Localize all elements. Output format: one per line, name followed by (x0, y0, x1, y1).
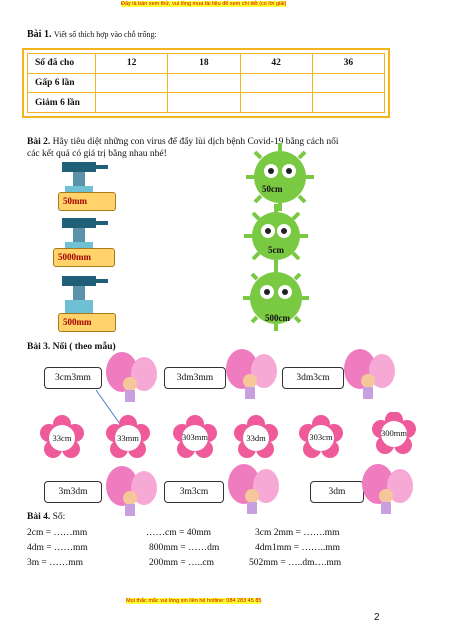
bai4-item[interactable]: 200mm = …..cm (149, 558, 214, 568)
table-row: Giảm 6 lần (27, 92, 386, 113)
bai1-heading: Bài 1. Viết số thích hợp vào chỗ trống: (27, 29, 157, 40)
top-box[interactable]: 3cm3mm (44, 367, 102, 389)
bai1-label: Bài 1. (27, 29, 52, 40)
example-connector (95, 389, 121, 425)
table-cell: 12 (94, 53, 169, 74)
bai4-item[interactable]: 800mm = ……dm (149, 543, 220, 553)
spray-label[interactable]: 50mm (58, 192, 116, 211)
flower-label[interactable]: 303cm (309, 432, 333, 442)
bai3-heading: Bài 3. Nối ( theo mẫu) (27, 342, 116, 352)
bai2-text-line2: các kết quả có giá trị bằng nhau nhé! (27, 149, 167, 159)
flower-icon (234, 415, 278, 458)
answer-cell[interactable] (311, 92, 386, 113)
table-row: Số đã cho 12 18 42 36 (27, 53, 386, 74)
answer-cell[interactable] (167, 72, 241, 94)
table-cell: Gấp 6 lần (27, 72, 96, 94)
top-box[interactable]: 3dm3cm (282, 367, 344, 389)
bai4-heading: Bài 4. Số: (27, 512, 65, 522)
table-cell: 18 (167, 53, 241, 74)
bai4-text: Số: (52, 512, 66, 522)
flower-icon (372, 412, 416, 454)
bai4-item[interactable]: 3m = ……mm (27, 558, 84, 568)
table-cell: Giảm 6 lần (27, 92, 96, 113)
flower-icon (106, 415, 150, 458)
bai2-label: Bài 2. (27, 137, 51, 147)
viruses (243, 143, 314, 331)
bai4-item[interactable]: 2cm = ……mm (27, 528, 88, 538)
flower-label[interactable]: 33mm (117, 433, 139, 443)
virus-icon (244, 204, 308, 268)
spray-label[interactable]: 500mm (58, 313, 116, 332)
flower-icon (173, 415, 217, 458)
flower-label[interactable]: 300mm (381, 428, 407, 438)
answer-cell[interactable] (167, 92, 241, 113)
answer-cell[interactable] (239, 92, 313, 113)
bai4-item[interactable]: 4dm = ……mm (27, 543, 88, 553)
footer-banner: Mọi thắc mắc vui lòng xin liên hệ hotlin… (126, 598, 262, 604)
bai4-label: Bài 4. (27, 512, 51, 522)
bai4-item[interactable]: 502mm = …..dm….mm (249, 558, 342, 568)
bai2-heading: Bài 2. Hãy tiêu diệt những con virus để … (27, 136, 417, 160)
spray-label[interactable]: 5000mm (53, 248, 115, 267)
butterfly-icon (106, 466, 157, 516)
bai1-table-frame: Số đã cho 12 18 42 36 Gấp 6 lần Giảm 6 l… (22, 48, 390, 118)
virus-label[interactable]: 500cm (265, 313, 290, 323)
bai2-text-line1: Hãy tiêu diệt những con virus để đẩy lùi… (52, 137, 339, 147)
bai1-text: Viết số thích hợp vào chỗ trống: (53, 30, 157, 39)
page-number: 2 (374, 612, 380, 623)
flowers (40, 412, 416, 458)
table-row: Gấp 6 lần (27, 72, 386, 94)
bottom-box[interactable]: 3m3dm (44, 481, 102, 503)
answer-cell[interactable] (239, 72, 313, 94)
table-cell: Số đã cho (27, 53, 96, 74)
butterfly-icon (228, 464, 279, 514)
flower-icon (299, 415, 343, 458)
answer-cell[interactable] (311, 72, 386, 94)
answer-cell[interactable] (94, 72, 169, 94)
table-cell: 36 (311, 53, 386, 74)
header-banner: Đây là bản xem thử, vui lòng mua tài liệ… (121, 1, 287, 7)
bottom-box[interactable]: 3m3cm (164, 481, 224, 503)
bai4-item[interactable]: 3cm 2mm = …….mm (255, 528, 340, 538)
flower-label[interactable]: 33dm (246, 433, 266, 443)
butterfly-icon (362, 464, 413, 514)
butterfly-icon (226, 349, 277, 399)
virus-label[interactable]: 50cm (262, 184, 283, 194)
flower-label[interactable]: 303mm (182, 432, 208, 442)
top-box[interactable]: 3dm3mm (164, 367, 226, 389)
flower-icon (40, 415, 84, 458)
virus-label[interactable]: 5cm (268, 245, 284, 255)
table-cell: 42 (239, 53, 313, 74)
virus-icon (243, 265, 309, 331)
bai4-item[interactable]: ……cm = 40mm (146, 528, 211, 538)
answer-cell[interactable] (94, 92, 169, 113)
butterfly-icon (344, 349, 395, 399)
virus-icon (246, 143, 314, 211)
bai4-item[interactable]: 4dm1mm = ……..mm (255, 543, 341, 553)
butterfly-icon (106, 352, 157, 402)
bai1-table: Số đã cho 12 18 42 36 Gấp 6 lần Giảm 6 l… (27, 53, 386, 113)
flower-label[interactable]: 33cm (52, 433, 72, 443)
